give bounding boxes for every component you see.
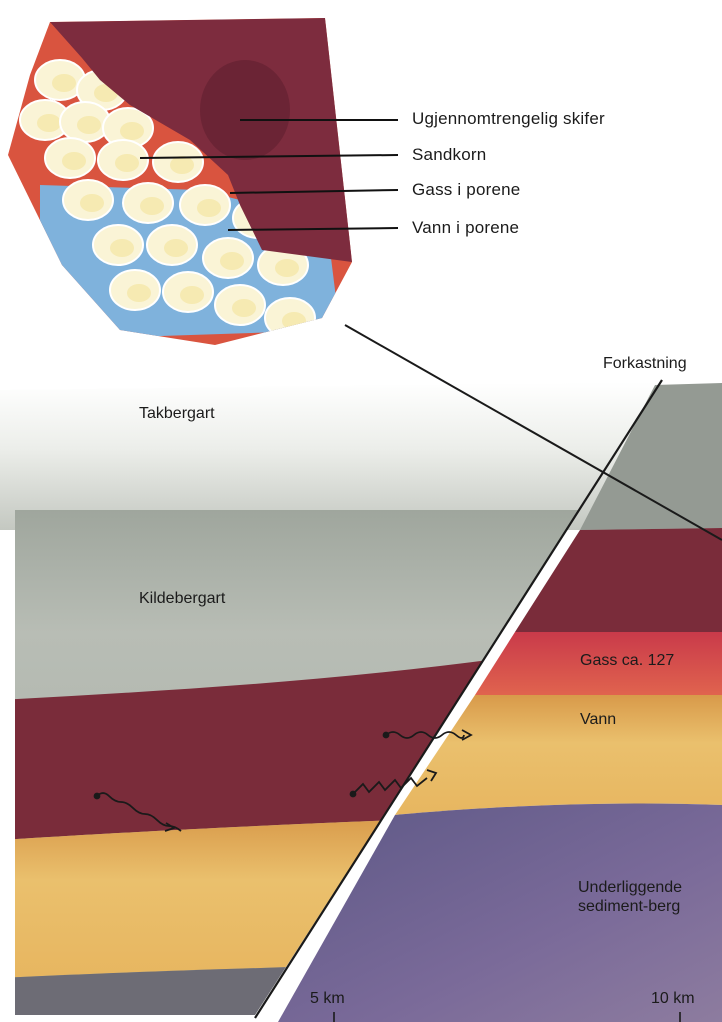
sand-grain-tint bbox=[220, 252, 244, 270]
sand-grain-tint bbox=[62, 152, 86, 170]
shale-label: Ugjennomtrengelig skifer bbox=[412, 109, 605, 129]
sand-grain-tint bbox=[170, 156, 194, 174]
sand-grain-tint bbox=[80, 194, 104, 212]
sand-grain-tint bbox=[275, 259, 299, 277]
cap-rock-label: Takbergart bbox=[139, 405, 215, 423]
sand-grain-tint bbox=[115, 154, 139, 172]
sand-grain-tint bbox=[127, 284, 151, 302]
water-pore-label: Vann i porene bbox=[412, 218, 519, 238]
water-label: Vann bbox=[580, 711, 616, 729]
sand-grain-tint bbox=[110, 239, 134, 257]
shale-shadow bbox=[200, 60, 290, 160]
underlying-label-line1: Underliggende bbox=[578, 879, 682, 897]
fault-label: Forkastning bbox=[603, 355, 687, 373]
sand-grain-tint bbox=[77, 116, 101, 134]
sand-grain-tint bbox=[120, 122, 144, 140]
gas-pore-label: Gass i porene bbox=[412, 180, 520, 200]
scale-label-5km: 5 km bbox=[310, 990, 345, 1008]
sand-grain-tint bbox=[52, 74, 76, 92]
sand-grain-tint bbox=[164, 239, 188, 257]
sand-grain-tint bbox=[140, 197, 164, 215]
source-rock-label: Kildebergart bbox=[139, 590, 225, 608]
scale-label-10km: 10 km bbox=[651, 990, 695, 1008]
sand-label: Sandkorn bbox=[412, 145, 486, 165]
sand-grain-tint bbox=[197, 199, 221, 217]
pore-inset bbox=[0, 0, 360, 350]
sand-grain-tint bbox=[180, 286, 204, 304]
underlying-label-line2: sediment-berg bbox=[578, 898, 680, 916]
sand-grain-tint bbox=[282, 312, 306, 330]
gas-label: Gass ca. 127 bbox=[580, 652, 674, 670]
cross-section bbox=[0, 325, 722, 1022]
sand-grain-tint bbox=[37, 114, 61, 132]
sand-grain-tint bbox=[232, 299, 256, 317]
